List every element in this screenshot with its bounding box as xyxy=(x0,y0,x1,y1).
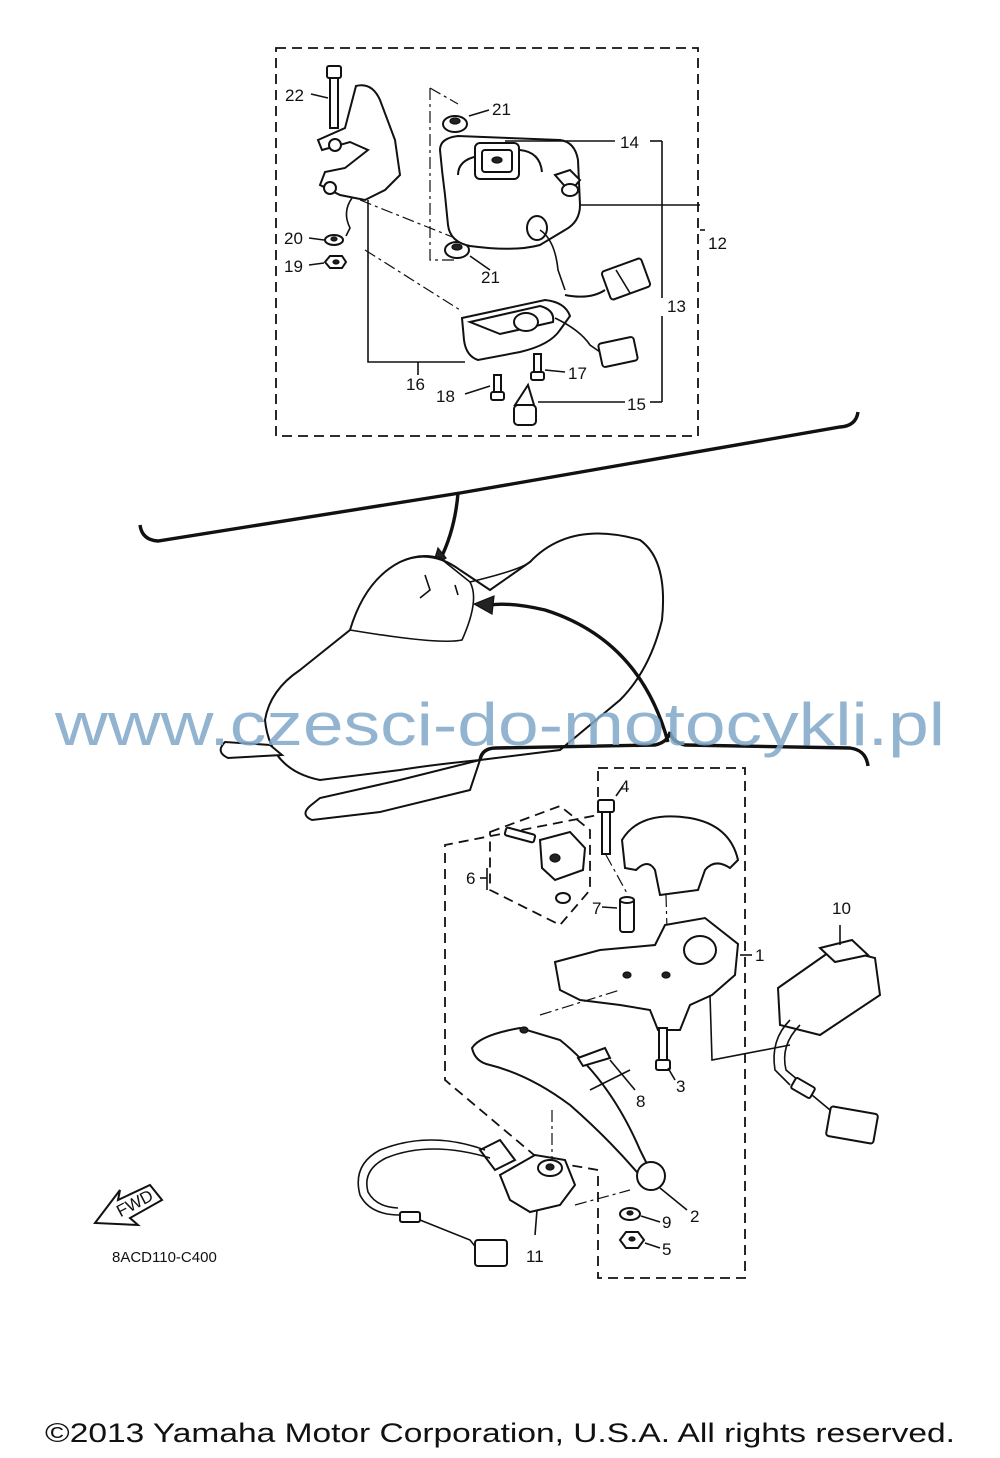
washer-20 xyxy=(308,234,344,246)
nut-19 xyxy=(308,255,348,269)
upper-assembly: 22 21 14 12 20 21 19 13 17 16 18 15 xyxy=(275,47,727,437)
callout-10: 10 xyxy=(832,899,851,918)
alignment-line xyxy=(429,88,455,261)
callout-20: 20 xyxy=(284,229,303,248)
sub-assembly-6 xyxy=(480,826,587,904)
callout-6: 6 xyxy=(466,869,475,888)
callout-12: 12 xyxy=(708,234,727,253)
lever-switch xyxy=(773,925,882,1145)
brake-switch xyxy=(357,1110,631,1267)
housing-connector xyxy=(564,257,652,301)
nut-5 xyxy=(618,1231,661,1249)
alignment-line xyxy=(359,199,466,243)
brake-lever xyxy=(470,989,688,1211)
callout-16: 16 xyxy=(406,375,425,394)
callout-9: 9 xyxy=(662,1213,671,1232)
screw-17 xyxy=(530,353,566,381)
callout-1: 1 xyxy=(755,946,764,965)
alignment-line xyxy=(364,249,461,311)
upper-assembly-boundary xyxy=(275,47,699,437)
callout-2: 2 xyxy=(690,1207,699,1226)
washer-9 xyxy=(619,1207,661,1223)
fwd-arrow: FWD xyxy=(93,1183,164,1227)
alignment-line xyxy=(429,87,459,105)
copyright: ©2013 Yamaha Motor Corporation, U.S.A. A… xyxy=(45,1418,955,1448)
callout-8: 8 xyxy=(636,1092,645,1111)
screw-15 xyxy=(513,382,625,426)
callout-21-top: 21 xyxy=(492,100,511,119)
callout-3: 3 xyxy=(676,1077,685,1096)
lever-holder xyxy=(553,916,791,1061)
callout-21-bottom: 21 xyxy=(481,268,500,287)
grommet-21-top xyxy=(442,109,490,133)
switch-housing xyxy=(438,134,582,291)
screw-18 xyxy=(464,374,505,401)
pointer-arrow-upper xyxy=(438,492,460,561)
callout-22: 22 xyxy=(285,86,304,105)
callout-15: 15 xyxy=(627,395,646,414)
bolt-4 xyxy=(597,785,629,896)
callout-11: 11 xyxy=(526,1247,544,1266)
watermark: www.czesci-do-motocykli.pl xyxy=(54,691,945,758)
ski-right xyxy=(304,758,482,822)
lower-cover xyxy=(460,298,639,368)
collar-7 xyxy=(601,896,635,933)
grommet-21-bottom xyxy=(444,241,491,271)
callout-7: 7 xyxy=(592,899,601,918)
bolt-22 xyxy=(310,65,342,129)
callout-14: 14 xyxy=(620,133,639,152)
callout-18: 18 xyxy=(436,387,455,406)
snowmobile-body xyxy=(263,532,665,782)
ski-left xyxy=(219,740,285,760)
callout-13: 13 xyxy=(667,297,686,316)
cover-cap xyxy=(620,815,740,966)
bracket xyxy=(316,84,402,237)
callout-19: 19 xyxy=(284,257,303,276)
bolt-3 xyxy=(655,1027,676,1081)
snowmobile-overview xyxy=(138,411,870,822)
lower-assembly: FWD 4 6 10 7 1 3 8 2 9 5 11 8ACD110-C400 xyxy=(93,767,882,1279)
pointer-arrow-lower xyxy=(489,602,670,743)
lower-assembly-boundary xyxy=(444,767,746,1279)
callout-5: 5 xyxy=(662,1240,671,1259)
curly-bracket-lower xyxy=(478,731,870,767)
callout-17: 17 xyxy=(568,364,587,383)
sub-assembly-6-boundary xyxy=(489,804,591,927)
callout-brackets-upper xyxy=(367,140,705,403)
callout-4: 4 xyxy=(620,777,629,796)
curly-bracket-upper xyxy=(138,411,860,543)
screw-8 xyxy=(576,1046,636,1091)
diagram-code: 8ACD110-C400 xyxy=(112,1249,217,1266)
